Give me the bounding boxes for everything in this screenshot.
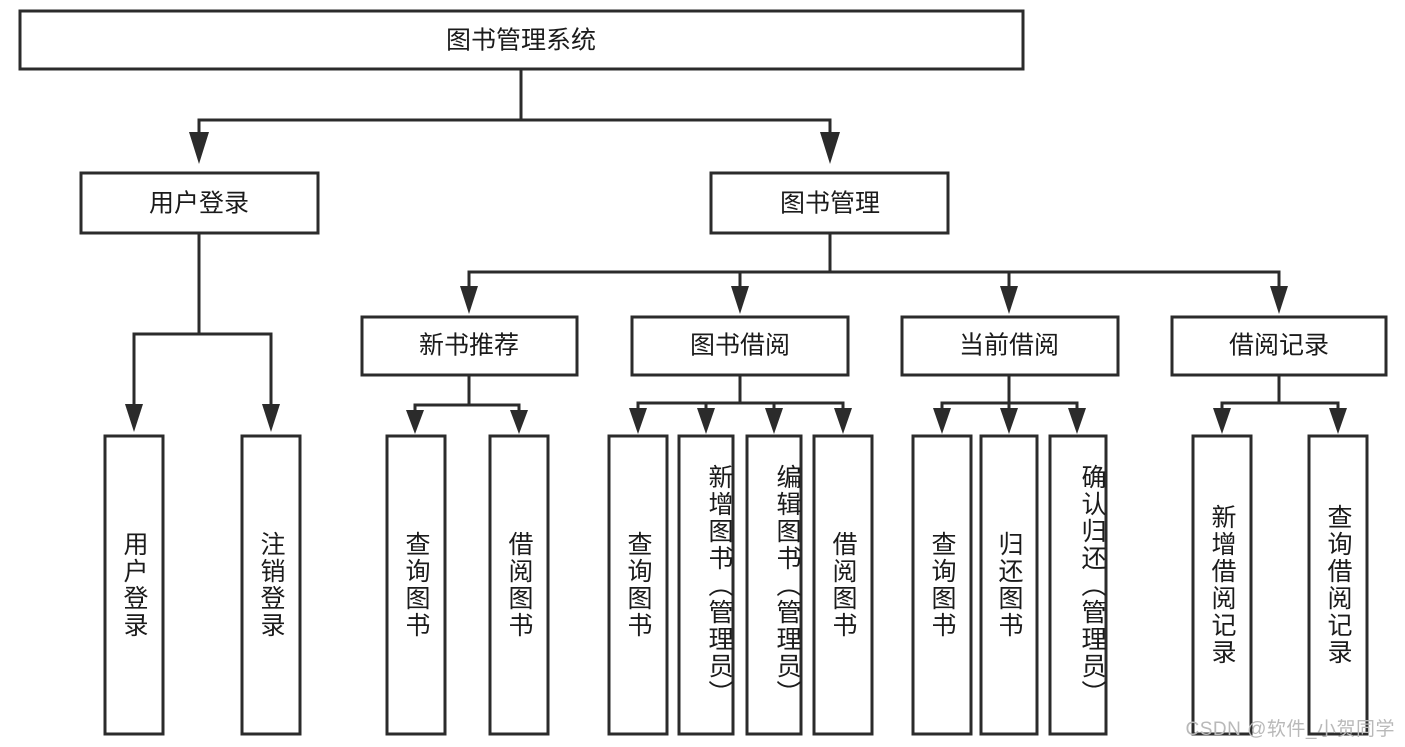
node-new-book-recommend[interactable]: 新书推荐 [360,315,579,377]
leaf-borrow-book-1-box[interactable] [488,434,550,736]
connector-group-root [189,67,840,164]
node-new-book-recommend-box[interactable] [360,315,579,377]
leaf-confirm-return-box[interactable] [1048,434,1108,736]
arrowhead-icon-leaf-add-book [697,408,715,434]
arrowhead-icon-borrow-record [1270,286,1288,314]
leaf-return-book-box[interactable] [979,434,1039,736]
node-current-borrow[interactable]: 当前借阅 [900,315,1120,377]
node-new-book-recommend-label: 新书推荐 [419,332,519,360]
arrowhead-icon-leaf-query-book-2 [629,408,647,434]
arrowhead-icon-leaf-logout-login [262,404,280,432]
node-current-borrow-label: 当前借阅 [959,332,1059,360]
connector-group-new-book-recommend [406,373,528,434]
arrowhead-icon-book-management [820,132,840,164]
arrowhead-icon-book-borrow [731,286,749,314]
connector-group-borrow-record [1213,373,1347,434]
node-book-borrow[interactable]: 图书借阅 [630,315,850,377]
leaf-add-record-box[interactable] [1191,434,1253,736]
connector-group-user-login [125,231,280,432]
node-user-login-box[interactable] [79,171,320,235]
arrowhead-icon-leaf-borrow-book-2 [834,408,852,434]
node-title-box[interactable] [18,9,1025,71]
node-book-management[interactable]: 图书管理 [709,171,950,235]
leaf-query-book-2-box[interactable] [607,434,669,736]
connector-group-book-borrow [629,373,852,434]
connector-group-current-borrow [933,373,1086,434]
arrowhead-icon-leaf-query-book-1 [406,410,424,434]
leaf-query-book-3-box[interactable] [911,434,973,736]
node-borrow-record-box[interactable] [1170,315,1388,377]
arrowhead-icon-leaf-confirm-return [1068,408,1086,434]
node-book-management-box[interactable] [709,171,950,235]
arrowhead-icon-current-borrow [1000,286,1018,314]
arrowhead-icon-new-book-recommend [460,286,478,314]
leaf-edit-book-box[interactable] [745,434,803,736]
arrowhead-icon-leaf-borrow-book-1 [510,410,528,434]
node-title[interactable]: 图书管理系统 [18,9,1025,71]
arrowhead-icon-leaf-return-book [1000,408,1018,434]
arrowhead-icon-leaf-query-record [1329,408,1347,434]
node-user-login-label: 用户登录 [149,190,249,218]
arrowhead-icon-leaf-query-book-3 [933,408,951,434]
leaf-boxes [103,434,1369,736]
arrowhead-icon-leaf-edit-book [765,408,783,434]
leaf-logout-login-box[interactable] [240,434,302,736]
node-current-borrow-box[interactable] [900,315,1120,377]
leaf-borrow-book-2-box[interactable] [812,434,874,736]
watermark-text: CSDN @软件_小贺同学 [1185,719,1395,740]
connector-group-book-management [460,231,1288,314]
node-book-borrow-box[interactable] [630,315,850,377]
leaf-add-book-box[interactable] [677,434,735,736]
node-title-label: 图书管理系统 [446,27,596,55]
node-borrow-record[interactable]: 借阅记录 [1170,315,1388,377]
node-borrow-record-label: 借阅记录 [1229,332,1329,360]
leaf-query-record-box[interactable] [1307,434,1369,736]
leaf-user-login-box[interactable] [103,434,165,736]
arrowhead-icon-leaf-user-login [125,404,143,432]
node-book-management-label: 图书管理 [780,190,880,218]
leaf-query-book-1-box[interactable] [385,434,447,736]
node-user-login[interactable]: 用户登录 [79,171,320,235]
arrowhead-icon-user-login [189,132,209,164]
node-book-borrow-label: 图书借阅 [690,332,790,360]
arrowhead-icon-leaf-add-record [1213,408,1231,434]
